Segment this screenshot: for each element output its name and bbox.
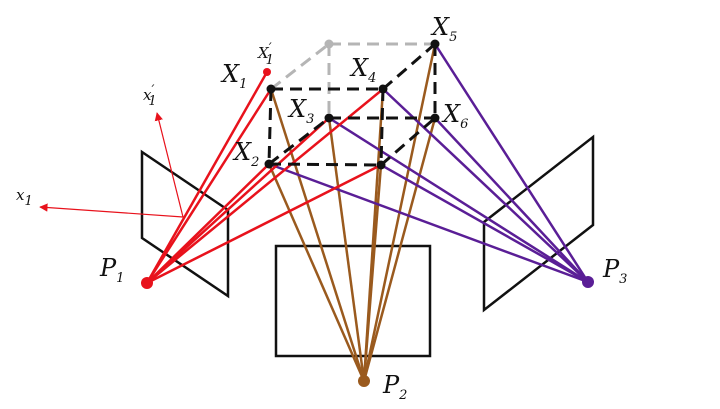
arrow-x1-prime [154, 112, 184, 218]
label-x2: X2 [232, 138, 259, 170]
label-p3: P3 [602, 255, 627, 287]
cube-hidden-vertex [324, 39, 334, 49]
arrow-x1 [39, 203, 184, 218]
vertex-x4 [378, 84, 388, 94]
cube-visible-edges [267, 42, 437, 167]
label-x5: X5 [430, 13, 457, 45]
projection-arrows [39, 112, 184, 218]
label-small-x1-prime: x′1 [143, 83, 157, 109]
vertex-bottom-right [376, 160, 386, 170]
rays-camera-p1 [145, 71, 384, 285]
label-x1-prime: X′1 [257, 41, 274, 68]
camera-center-p2 [358, 375, 370, 387]
vertex-x3 [324, 113, 334, 123]
camera-center-p3 [582, 276, 594, 288]
label-x6: X6 [441, 100, 468, 132]
cube-hidden-edges [270, 42, 435, 118]
vertex-x5 [430, 39, 440, 49]
rays-camera-p3 [268, 43, 590, 284]
vertex-x1 [266, 84, 276, 94]
vertex-x1-prime [263, 68, 271, 76]
label-x4: X4 [349, 54, 376, 86]
camera-center-p1 [141, 277, 153, 289]
label-x1: X1 [220, 60, 247, 92]
vertex-x6 [430, 113, 440, 123]
rays-camera-p2 [267, 43, 437, 382]
cube-vertices [264, 39, 440, 170]
image-plane-p3 [482, 134, 595, 313]
label-small-x1: x1 [16, 186, 33, 209]
label-p1: P1 [99, 254, 124, 286]
label-p2: P2 [382, 371, 407, 403]
vertex-x2 [264, 159, 274, 169]
label-x3: X3 [287, 95, 314, 127]
